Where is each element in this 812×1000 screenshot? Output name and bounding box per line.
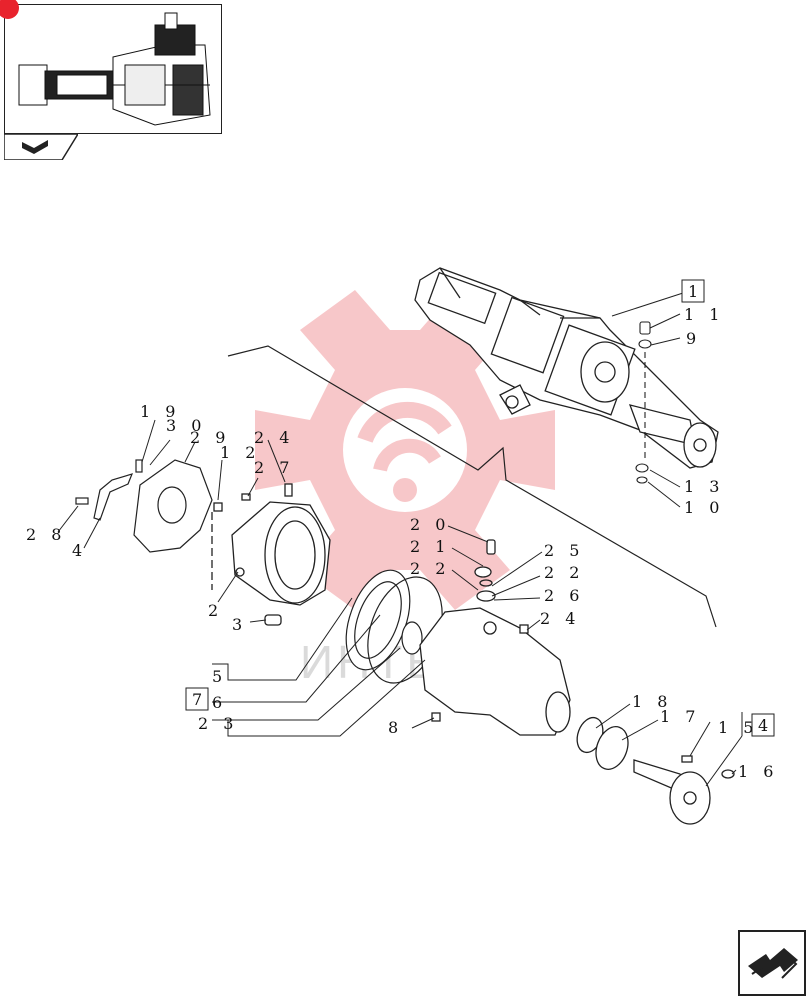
callout-labels: 1 1 1 9 1 3 1 0 1 9 3 0 2 9 1 2 2 4 2 7 … xyxy=(26,279,778,781)
callout-28[interactable]: 2 8 xyxy=(26,525,66,544)
thumbnail-drawing xyxy=(18,12,211,126)
axle-shaft-set xyxy=(576,716,735,825)
callout-19[interactable]: 1 9 xyxy=(140,402,180,421)
callout-15[interactable]: 1 5 xyxy=(718,718,758,737)
callout-27[interactable]: 2 7 xyxy=(254,458,294,477)
brake-plate xyxy=(75,459,213,553)
callout-17[interactable]: 1 7 xyxy=(660,707,700,726)
arrow-right-icon xyxy=(748,948,798,979)
callout-23[interactable]: 2 3 xyxy=(198,714,238,733)
assembly-thumbnail[interactable] xyxy=(0,0,222,134)
callout-24a[interactable]: 2 4 xyxy=(254,428,294,447)
callout-11[interactable]: 1 1 xyxy=(684,305,724,324)
axle-housing-assembly xyxy=(414,267,719,469)
callout-box-7 xyxy=(185,687,209,711)
ring-gear-set xyxy=(345,569,443,684)
callout-9[interactable]: 9 xyxy=(686,329,701,348)
callout-10[interactable]: 1 0 xyxy=(684,498,724,517)
callout-3[interactable]: 3 xyxy=(232,615,247,634)
callout-24b[interactable]: 2 4 xyxy=(540,609,580,628)
callout-16[interactable]: 1 6 xyxy=(738,762,778,781)
callout-6[interactable]: 6 xyxy=(212,693,227,712)
next-page-button[interactable] xyxy=(738,930,806,996)
group-outline-lines xyxy=(227,345,717,628)
thumbnail-tab[interactable] xyxy=(3,133,80,161)
callout-4a[interactable]: 4 xyxy=(72,541,87,560)
callout-22b[interactable]: 2 2 xyxy=(544,563,584,582)
callout-7[interactable]: 7 xyxy=(192,690,207,709)
callout-20[interactable]: 2 0 xyxy=(410,515,450,534)
callout-29[interactable]: 2 9 xyxy=(190,428,230,447)
book-icon xyxy=(22,140,48,154)
callout-4b[interactable]: 4 xyxy=(758,716,773,735)
callout-26[interactable]: 2 6 xyxy=(544,586,584,605)
callout-22a[interactable]: 2 2 xyxy=(410,559,450,578)
callout-30[interactable]: 3 0 xyxy=(166,416,206,435)
callout-18[interactable]: 1 8 xyxy=(632,692,672,711)
carrier-housing xyxy=(211,483,331,626)
callout-box-1 xyxy=(681,279,705,303)
callout-21[interactable]: 2 1 xyxy=(410,537,450,556)
callout-1[interactable]: 1 xyxy=(688,282,703,301)
callout-8[interactable]: 8 xyxy=(388,718,403,737)
callout-2[interactable]: 2 xyxy=(208,601,223,620)
hub-carrier xyxy=(419,539,571,736)
callout-box-4 xyxy=(751,713,775,737)
callout-13[interactable]: 1 3 xyxy=(684,477,724,496)
thumbnail-marker xyxy=(0,0,19,19)
leader-lines xyxy=(57,292,743,787)
callout-12[interactable]: 1 2 xyxy=(220,443,260,462)
callout-5[interactable]: 5 xyxy=(212,667,227,686)
callout-25[interactable]: 2 5 xyxy=(544,541,584,560)
